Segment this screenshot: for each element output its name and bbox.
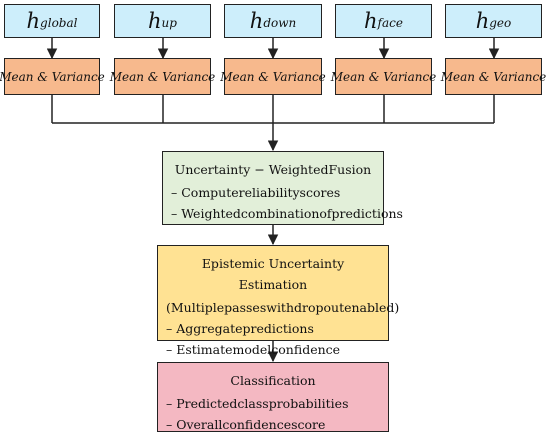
fusion-title: Uncertainty − WeightedFusion: [174, 162, 372, 177]
input-symbol: h: [26, 9, 41, 33]
mean-variance-box-3: Mean & Variance: [220, 58, 326, 95]
mean-variance-box-5: Mean & Variance: [441, 58, 546, 95]
classification-title: Classification: [230, 373, 316, 388]
fusion-box: Uncertainty − WeightedFusion – Computere…: [162, 151, 403, 225]
mean-variance-box-4: Mean & Variance: [331, 58, 436, 95]
input-symbol: h: [364, 9, 378, 33]
mean-variance-box-1: Mean & Variance: [0, 58, 105, 95]
epistemic-title: Epistemic Uncertainty Estimation: [201, 256, 345, 292]
input-subscript: face: [377, 16, 403, 30]
input-subscript: geo: [489, 16, 512, 30]
classification-box: Classification – Predictedclassprobabili…: [157, 362, 389, 432]
input-symbol: h: [148, 9, 162, 33]
epistemic-line: (Multiplepasseswithdropoutenabled): [166, 300, 400, 315]
classification-line: – Predictedclassprobabilities: [166, 396, 349, 411]
input-subscript: global: [40, 16, 78, 30]
input-subscript: down: [263, 16, 297, 30]
epistemic-line: – Aggregatepredictions: [166, 321, 314, 336]
input-subscript: up: [161, 16, 177, 30]
input-symbol: h: [475, 9, 490, 33]
input-symbol: h: [249, 9, 264, 33]
fusion-line: – Weightedcombinationofpredictions: [171, 206, 403, 221]
fusion-line: – Computereliabilityscores: [171, 185, 341, 200]
mean-variance-box-2: Mean & Variance: [110, 58, 215, 95]
epistemic-line: – Estimatemodelconfidence: [166, 342, 341, 357]
classification-line: – Overallconfidencescore: [166, 417, 326, 432]
epistemic-box: Epistemic Uncertainty Estimation (Multip…: [157, 245, 400, 357]
